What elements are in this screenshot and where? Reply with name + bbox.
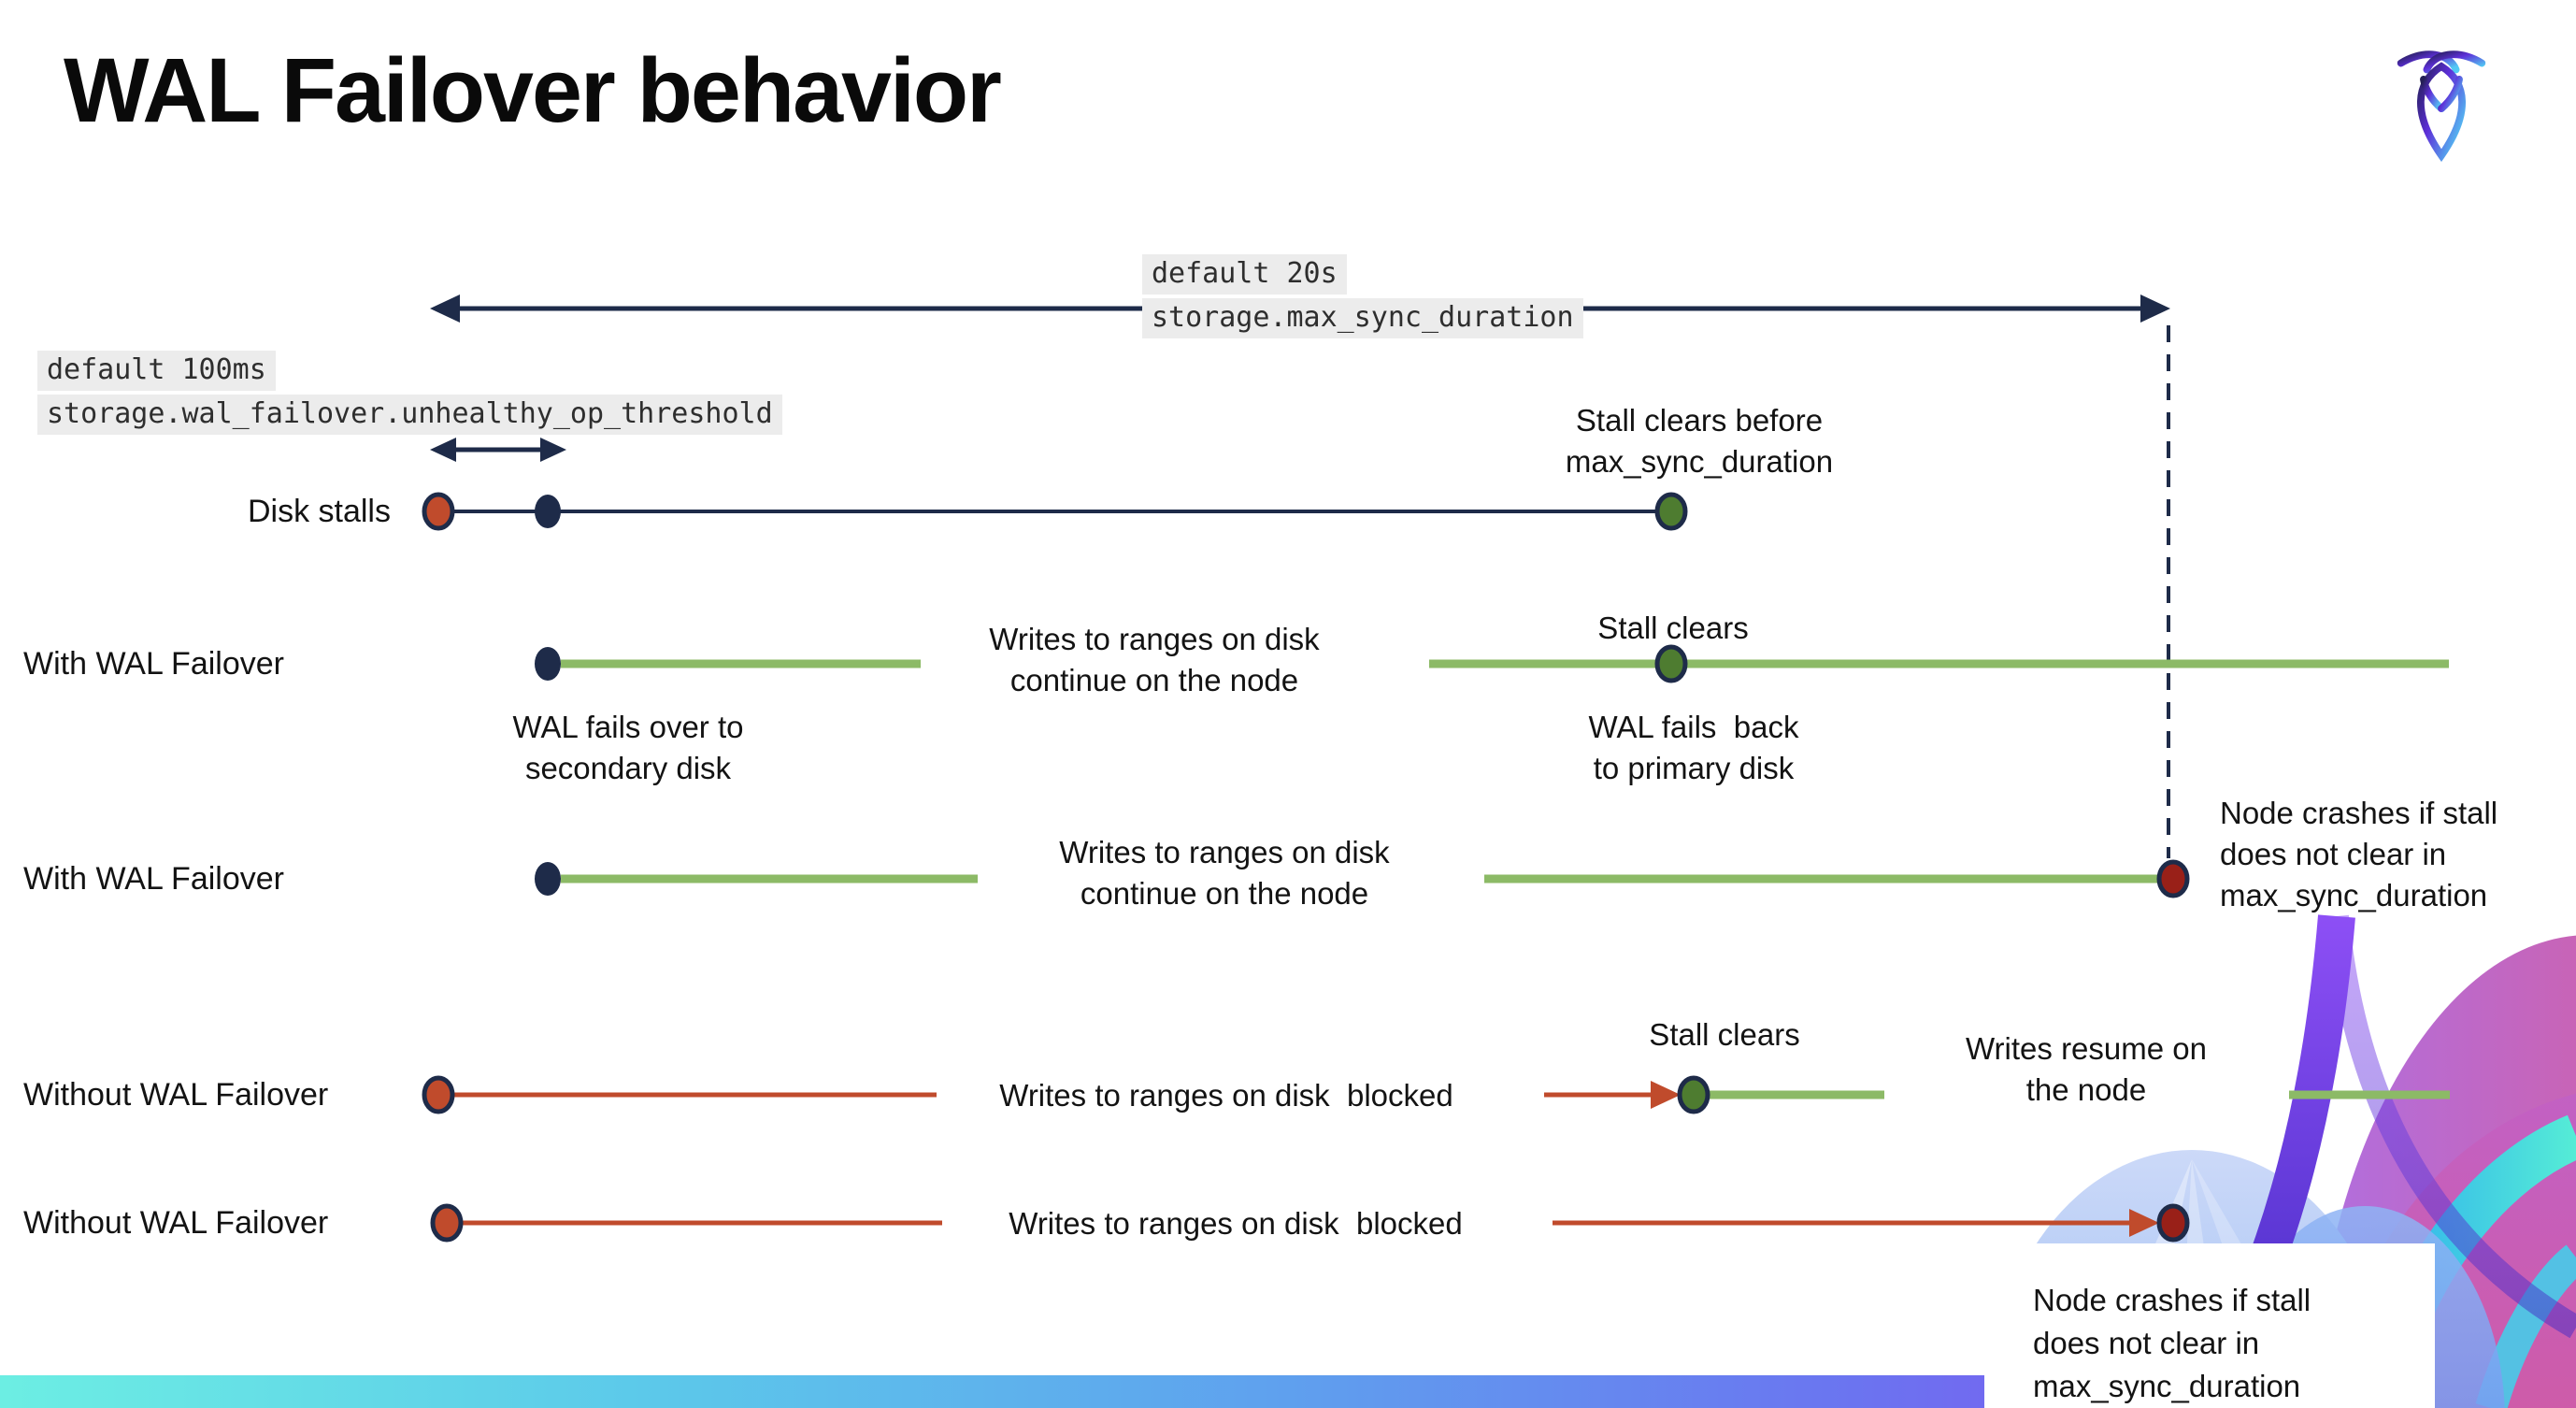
unhealthy-op-threshold-arrow [430, 438, 566, 462]
setting-name: storage.max_sync_duration [1142, 298, 1583, 338]
cockroachdb-logo-icon [2397, 50, 2486, 163]
note-stall-clears-1: Stall clears [1597, 611, 1749, 645]
note-wal-fails-back: WAL fails back to primary disk [1588, 710, 1799, 785]
note-node-crashes-2: Node crashes if stall does not clear in … [1984, 1243, 2435, 1408]
stall-clears-dot [1654, 492, 1688, 531]
note-writes-continue-2: Writes to ranges on disk continue on the… [1059, 835, 1390, 911]
stall-start-dot [422, 1075, 455, 1114]
note-stall-clears-before: Stall clears before max_sync_duration [1565, 403, 1834, 479]
node-crash-dot [2156, 859, 2190, 898]
row-label-with-wal-failover-1: With WAL Failover [23, 646, 284, 682]
setting-name: storage.wal_failover.unhealthy_op_thresh… [37, 395, 782, 435]
timeline-disk-stalls [422, 492, 1688, 531]
note-wal-fails-over: WAL fails over to secondary disk [512, 710, 744, 785]
row-label-without-wal-failover-1: Without WAL Failover [23, 1077, 329, 1113]
stall-start-dot [430, 1203, 464, 1243]
red-arrowhead [2129, 1209, 2159, 1237]
failover-dot [535, 647, 561, 681]
failover-dot [535, 862, 561, 896]
node-crash-dot [2156, 1203, 2190, 1243]
note-writes-blocked-2: Writes to ranges on disk blocked [1009, 1206, 1463, 1241]
arrowhead-left [430, 295, 460, 323]
timeline-without-failover-crashes [430, 1203, 2190, 1243]
setting-default-value: default 100ms [37, 351, 276, 391]
note-node-crashes-1: Node crashes if stall does not clear in … [2220, 796, 2498, 912]
red-arrowhead [1651, 1081, 1681, 1109]
stall-clears-dot [1677, 1075, 1710, 1114]
max-sync-duration-callout: default 20s storage.max_sync_duration [1142, 254, 1583, 342]
row-label-without-wal-failover-2: Without WAL Failover [23, 1205, 329, 1241]
setting-default-value: default 20s [1142, 254, 1347, 295]
row-label-with-wal-failover-2: With WAL Failover [23, 861, 284, 897]
stall-start-dot [422, 492, 455, 531]
note-writes-blocked-1: Writes to ranges on disk blocked [999, 1078, 1453, 1113]
row-label-disk-stalls: Disk stalls [247, 494, 391, 529]
arrowhead-right [2140, 295, 2170, 323]
timeline-with-failover-crashes [535, 859, 2190, 898]
unhealthy-op-threshold-callout: default 100ms storage.wal_failover.unhea… [37, 351, 782, 438]
note-stall-clears-2: Stall clears [1649, 1017, 1800, 1052]
threshold-dot [535, 495, 561, 528]
note-writes-continue-1: Writes to ranges on disk continue on the… [989, 622, 1320, 697]
timeline-without-failover-recovers [422, 1075, 2450, 1114]
stall-clears-dot [1654, 644, 1688, 683]
note-writes-resume: Writes resume on the node [1966, 1031, 2207, 1107]
page-title: WAL Failover behavior [64, 39, 1002, 141]
timeline-with-failover-recovers [535, 644, 2449, 683]
